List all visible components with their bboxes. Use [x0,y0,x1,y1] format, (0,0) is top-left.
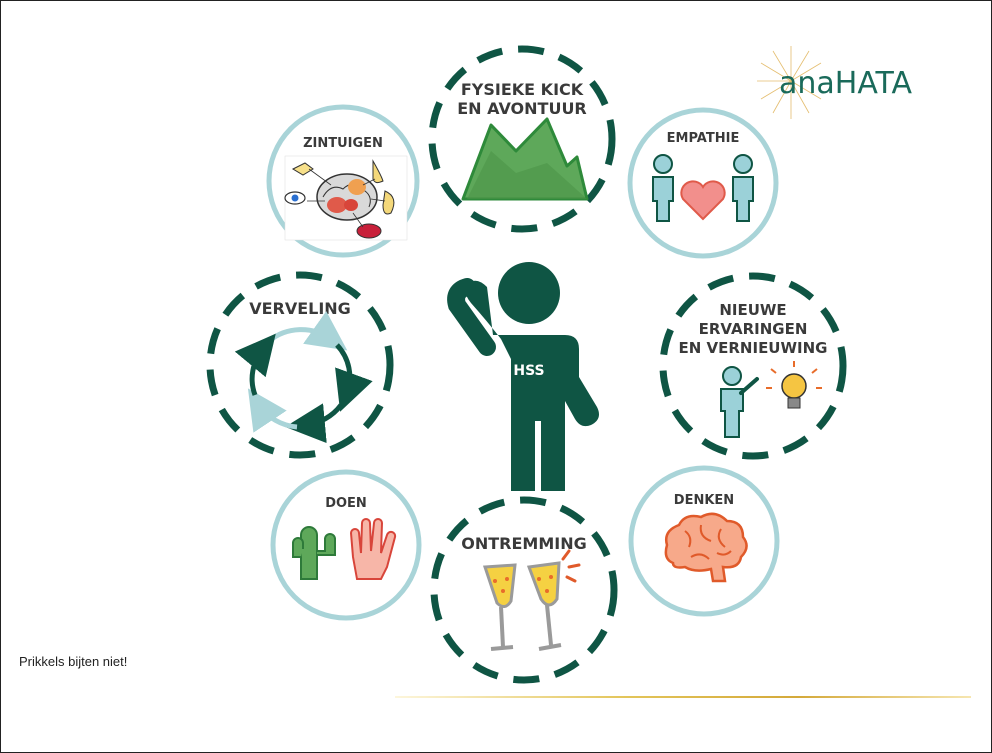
label-nieuwe-line1: NIEUWE [719,301,786,319]
empathy-people-heart-icon [652,154,754,222]
label-verveling: VERVELING [249,299,351,318]
node-ontremming: ONTREMMING [430,496,618,684]
node-nieuwe-ervaringen: NIEUWE ERVARINGEN EN VERNIEUWING [659,272,847,460]
anahata-logo: anaHATA [757,46,913,119]
label-nieuwe-line3: EN VERNIEUWING [679,339,828,357]
label-zintuigen: ZINTUIGEN [303,136,383,151]
node-fysieke-kick: FYSIEKE KICK EN AVONTUUR [428,45,616,233]
cycle-arrows-icon [234,311,373,444]
label-empathie: EMPATHIE [667,131,740,146]
label-fysieke-line2: EN AVONTUUR [457,99,587,118]
hss-person-figure: HSS [447,262,599,491]
node-zintuigen: ZINTUIGEN [266,104,420,258]
cactus-hand-icon [292,518,397,580]
person-lightbulb-icon [720,361,822,438]
senses-brain-icon [284,155,408,241]
label-doen: DOEN [325,496,367,511]
center-label: HSS [513,363,544,379]
label-nieuwe-line2: ERVARINGEN [699,320,808,338]
label-ontremming: ONTREMMING [461,534,586,553]
caption-text: Prikkels bijten niet! [19,654,128,669]
label-denken: DENKEN [674,493,734,508]
node-doen: DOEN [270,469,422,621]
gold-divider-line [395,696,971,698]
node-verveling: VERVELING [206,271,394,459]
node-denken: DENKEN [628,465,780,617]
label-fysieke-line1: FYSIEKE KICK [461,80,584,99]
brain-icon [664,512,748,583]
champagne-glasses-icon [482,549,581,651]
logo-text: anaHATA [779,66,913,101]
node-empathie: EMPATHIE [627,107,779,259]
